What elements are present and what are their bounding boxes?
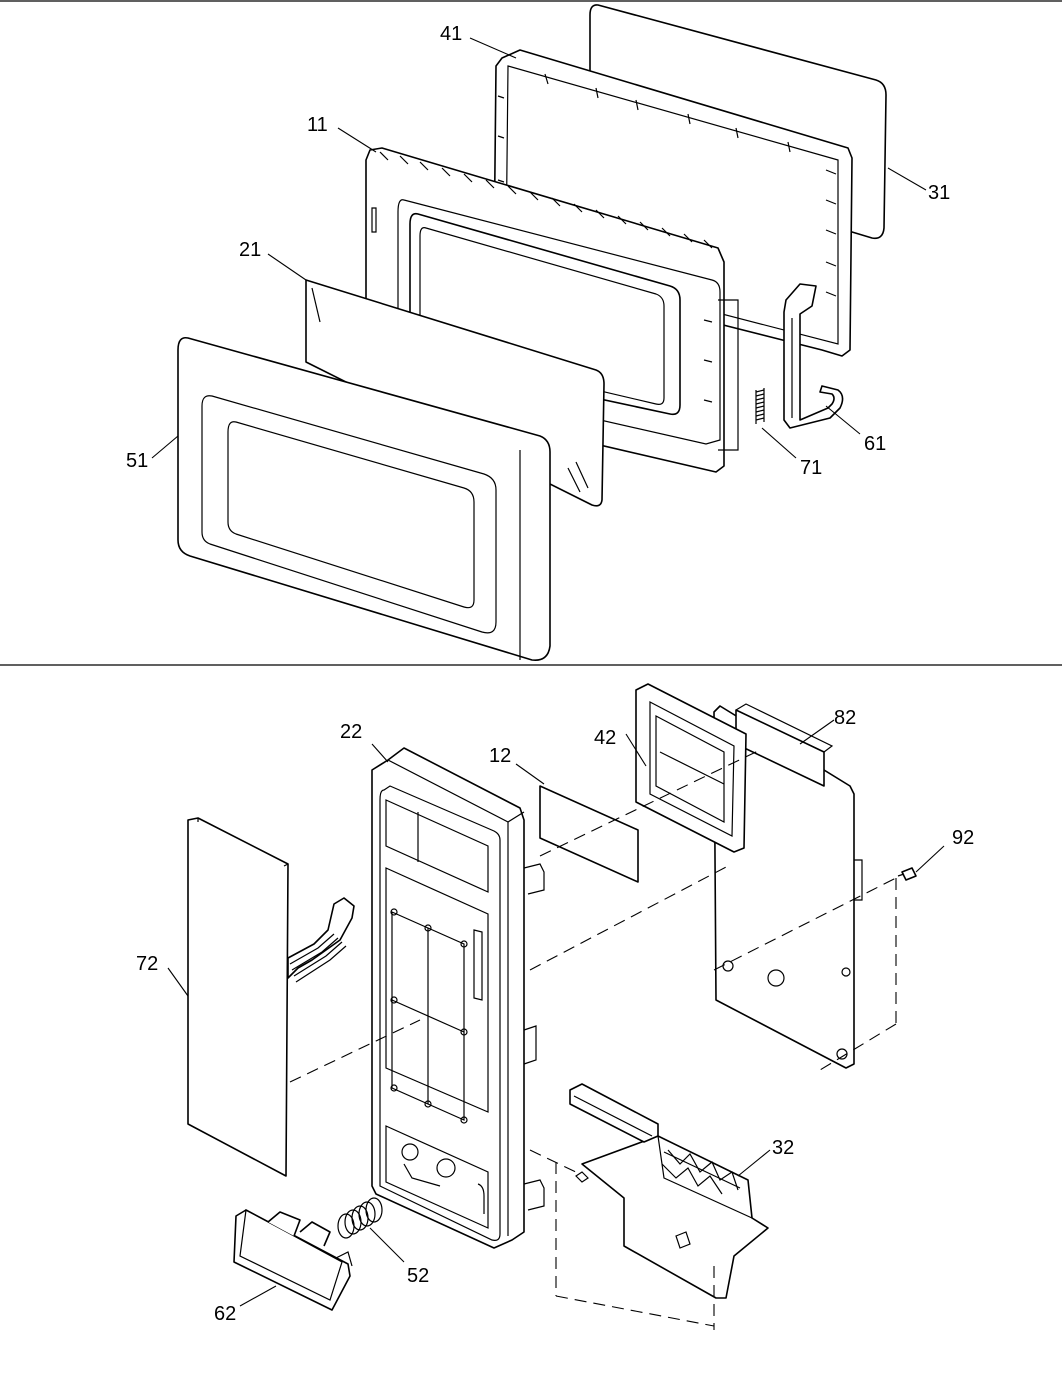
part-42-window-holder [635, 683, 747, 853]
svg-text:41: 41 [440, 23, 462, 45]
svg-text:32: 32 [772, 1137, 794, 1159]
svg-text:12: 12 [489, 745, 511, 767]
assembly-dashed-lines [289, 749, 897, 1330]
svg-text:22: 22 [340, 721, 362, 743]
svg-text:52: 52 [407, 1265, 429, 1287]
part-62-door-button [233, 1209, 353, 1311]
callout-11: 11 [307, 114, 377, 153]
svg-text:61: 61 [864, 433, 886, 455]
part-82-control-board [713, 703, 863, 1069]
callout-61: 61 [825, 405, 886, 455]
part-71-spring [755, 388, 765, 424]
door-assembly: 41 11 21 31 51 61 71 [126, 4, 950, 662]
svg-text:51: 51 [126, 450, 148, 472]
svg-text:82: 82 [834, 707, 856, 729]
control-panel-assembly: 22 12 42 82 92 72 32 52 [136, 683, 974, 1330]
callout-51: 51 [126, 435, 179, 472]
callout-31: 31 [887, 167, 950, 204]
callout-72: 72 [136, 953, 189, 997]
part-52-spring [337, 1197, 383, 1239]
callout-32: 32 [737, 1137, 794, 1177]
callout-41: 41 [440, 23, 517, 59]
svg-text:72: 72 [136, 953, 158, 975]
part-92-screw [897, 867, 917, 881]
part-72-membrane-keypad [187, 817, 355, 1177]
callout-22: 22 [340, 721, 389, 763]
callout-82: 82 [799, 707, 856, 745]
callout-71: 71 [761, 427, 822, 479]
svg-text:42: 42 [594, 727, 616, 749]
part-22-control-panel-frame [371, 747, 545, 1249]
svg-text:11: 11 [307, 114, 328, 136]
svg-text:21: 21 [239, 239, 261, 261]
svg-text:92: 92 [952, 827, 974, 849]
callout-52: 52 [369, 1227, 429, 1287]
part-61-latch [783, 283, 844, 429]
svg-text:71: 71 [800, 457, 822, 479]
callout-12: 12 [489, 745, 545, 785]
svg-text:31: 31 [928, 182, 950, 204]
callout-42: 42 [594, 727, 647, 767]
svg-text:62: 62 [214, 1303, 236, 1325]
part-12-display-window [539, 785, 639, 883]
callout-92: 92 [915, 827, 974, 873]
part-32-release-lever [569, 1083, 769, 1299]
callout-21: 21 [239, 239, 307, 281]
part-51-door-outer-frame [177, 336, 551, 662]
callout-62: 62 [214, 1285, 277, 1325]
